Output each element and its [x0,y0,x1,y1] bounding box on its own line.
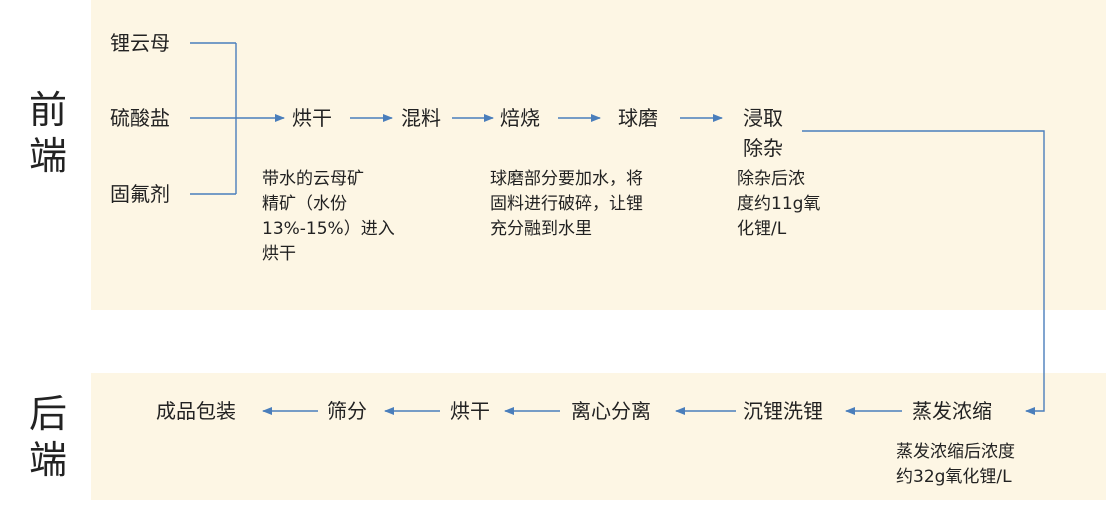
step-sieve: 筛分 [327,399,367,423]
note-leach-line: 除杂后浓 [737,169,805,189]
step-dry: 烘干 [292,106,332,130]
note-leach-line: 化锂/L [737,219,787,239]
note-evaporate-line: 蒸发浓缩后浓度 [896,442,1015,462]
note-dry-line: 13%-15%）进入 [262,219,395,239]
back-side-label-bottom: 端 [28,438,67,482]
note-dry-line: 烘干 [262,244,296,264]
note-evaporate-line: 约32g氧化锂/L [896,467,1012,487]
note-dry: 带水的云母矿 精矿（水份 13%-15%）进入 烘干 [262,167,462,267]
step-mill: 球磨 [618,106,658,130]
front-side-label-bottom: 端 [28,134,67,178]
step-evaporate: 蒸发浓缩 [912,399,992,423]
step-leach-line-1: 浸取 [743,106,783,130]
input-sulfate: 硫酸盐 [110,106,170,130]
step-mix: 混料 [401,106,441,130]
arrow-leach-evaporate [802,130,1045,415]
note-mill-line: 固料进行破碎，让锂 [490,194,643,214]
front-panel [91,0,1106,310]
note-dry-line: 精矿（水份 [262,194,347,214]
note-mill: 球磨部分要加水，将 固料进行破碎，让锂 充分融到水里 [490,167,710,242]
back-side-label-top: 后 [28,392,67,436]
note-mill-line: 球磨部分要加水，将 [490,169,643,189]
back-panel [91,373,1106,500]
note-mill-line: 充分融到水里 [490,219,592,239]
note-dry-line: 带水的云母矿 [262,169,364,189]
note-evaporate: 蒸发浓缩后浓度 约32g氧化锂/L [896,440,1086,490]
step-centrifuge: 离心分离 [571,399,651,423]
input-fluorine-fixer: 固氟剂 [110,182,170,206]
step-pack: 成品包装 [156,399,236,423]
step-dry-back: 烘干 [450,399,490,423]
note-leach: 除杂后浓 度约11g氧 化锂/L [737,167,857,242]
step-precipitate: 沉锂洗锂 [743,399,823,423]
step-leach-line-2: 除杂 [743,136,783,160]
step-roast: 焙烧 [500,106,540,130]
note-leach-line: 度约11g氧 [737,194,821,214]
input-lepidolite: 锂云母 [110,31,170,55]
front-side-label-top: 前 [28,88,67,132]
